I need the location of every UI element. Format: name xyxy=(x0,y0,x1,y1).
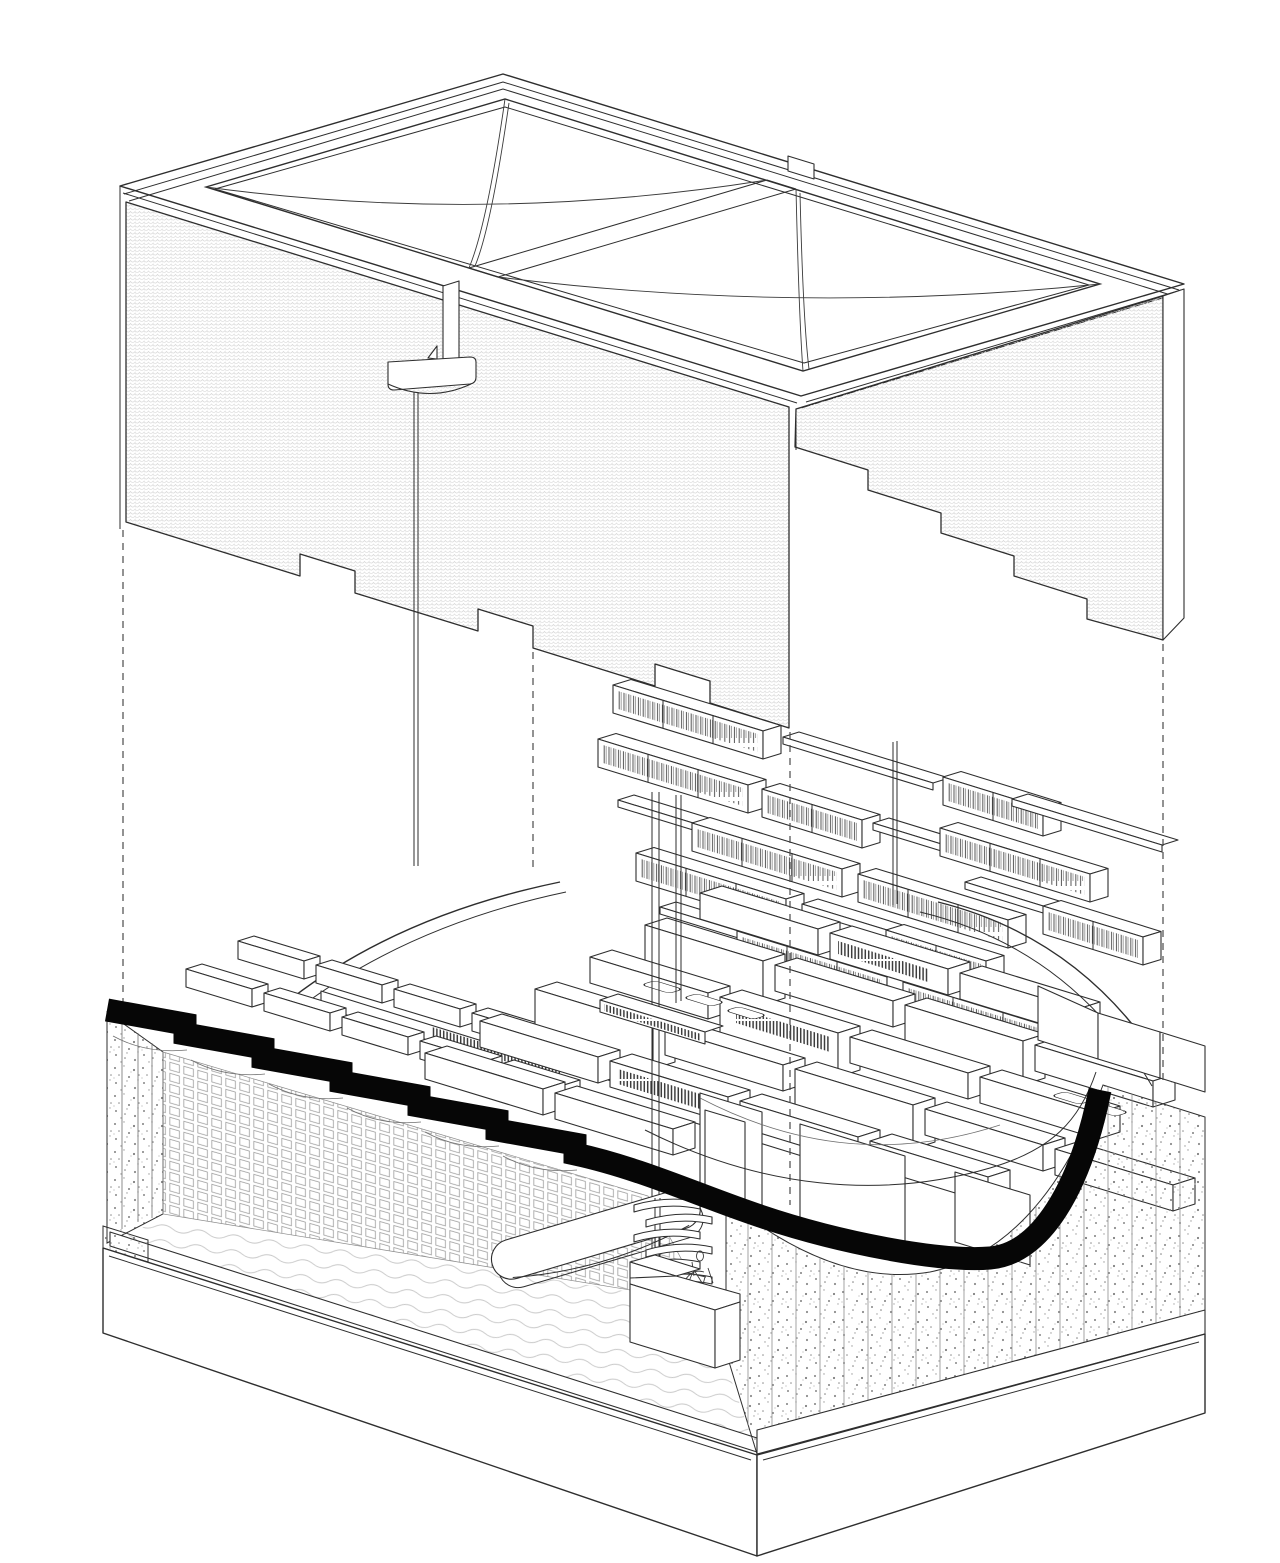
roof-canopy xyxy=(119,73,1185,409)
book-lift-rods xyxy=(599,792,724,1283)
exhibition-floor xyxy=(185,881,1206,1266)
right-wall-corner-return xyxy=(1162,288,1185,641)
pendant-light xyxy=(387,280,477,866)
projection-lines xyxy=(122,530,1164,1205)
section-stair xyxy=(104,998,1112,1270)
ridge-beam-notch xyxy=(787,155,815,180)
pendant-drop-rod xyxy=(413,392,419,866)
upper-walls xyxy=(119,186,1185,729)
library-shelving xyxy=(597,678,1179,1057)
reception-counter xyxy=(629,1254,741,1369)
stair-poche-band xyxy=(104,998,1112,1270)
chair-sketch xyxy=(683,1250,714,1289)
base-plinth xyxy=(102,1247,1206,1557)
